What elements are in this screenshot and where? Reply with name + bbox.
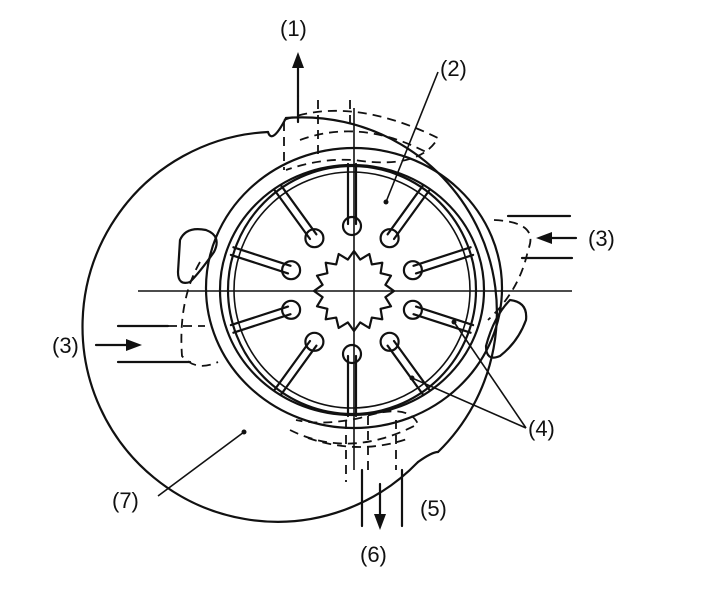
label-7: (7) bbox=[112, 488, 139, 513]
leader-4b bbox=[411, 377, 527, 429]
leader-2 bbox=[385, 71, 439, 203]
leader-4a-dot bbox=[451, 319, 457, 325]
passage-dashed-top-2 bbox=[299, 130, 427, 153]
vane-slot bbox=[273, 339, 318, 396]
notch-bottom bbox=[416, 450, 440, 464]
passage-dashed-bottom bbox=[289, 410, 420, 445]
leader-7 bbox=[157, 431, 245, 497]
vane-slot bbox=[346, 354, 358, 418]
vane-pin bbox=[304, 331, 325, 352]
kidney-port-left bbox=[176, 228, 218, 284]
vane-slot bbox=[273, 184, 318, 241]
label-1: (1) bbox=[280, 16, 307, 41]
leader-7-dot bbox=[241, 429, 247, 435]
vane-pin bbox=[341, 343, 363, 365]
label-6: (6) bbox=[360, 542, 387, 567]
label-3-right: (3) bbox=[588, 226, 615, 251]
leader-4b-dot bbox=[409, 375, 415, 381]
label-2: (2) bbox=[440, 56, 467, 81]
vane-pin bbox=[281, 260, 302, 281]
arrow-up-head bbox=[292, 52, 304, 68]
vane-slot bbox=[229, 246, 292, 275]
passage-dashed-top bbox=[283, 109, 440, 171]
cam-ring-inner bbox=[218, 163, 486, 417]
arrow-down-head bbox=[374, 514, 386, 530]
vane-pin bbox=[341, 215, 363, 237]
vane-slot bbox=[412, 246, 475, 275]
kidney-port-right bbox=[484, 298, 528, 359]
arrow-left-head bbox=[536, 232, 552, 244]
pump-body-outer-ring-right bbox=[284, 116, 498, 454]
vane-slot bbox=[412, 305, 475, 334]
rotor-inner-edge bbox=[233, 171, 471, 409]
vane-pin bbox=[402, 299, 423, 320]
passage-dashed-bottom-2 bbox=[307, 437, 411, 448]
label-5: (5) bbox=[420, 496, 447, 521]
vane-slot bbox=[386, 339, 431, 396]
vane-pin bbox=[304, 228, 325, 249]
pump-body-outer-ring bbox=[81, 130, 420, 523]
vane-pin bbox=[379, 228, 400, 249]
leader-2-dot bbox=[383, 199, 389, 205]
vane-slot bbox=[229, 305, 292, 334]
leader-4a bbox=[453, 321, 527, 429]
splined-hub bbox=[312, 249, 396, 333]
vane-pin bbox=[402, 260, 423, 281]
vane-pin bbox=[379, 331, 400, 352]
rotor bbox=[226, 164, 478, 416]
cam-ring-outer bbox=[204, 146, 504, 430]
vane-pin bbox=[281, 299, 302, 320]
passage-dashed-right bbox=[487, 219, 532, 321]
vanes-group bbox=[229, 162, 475, 418]
passage-dashed-left bbox=[180, 261, 219, 367]
vane-slot bbox=[346, 162, 358, 226]
arrow-right-head bbox=[126, 339, 142, 351]
label-3-left: (3) bbox=[52, 333, 79, 358]
vane-slot bbox=[386, 184, 431, 241]
label-4: (4) bbox=[528, 416, 555, 441]
